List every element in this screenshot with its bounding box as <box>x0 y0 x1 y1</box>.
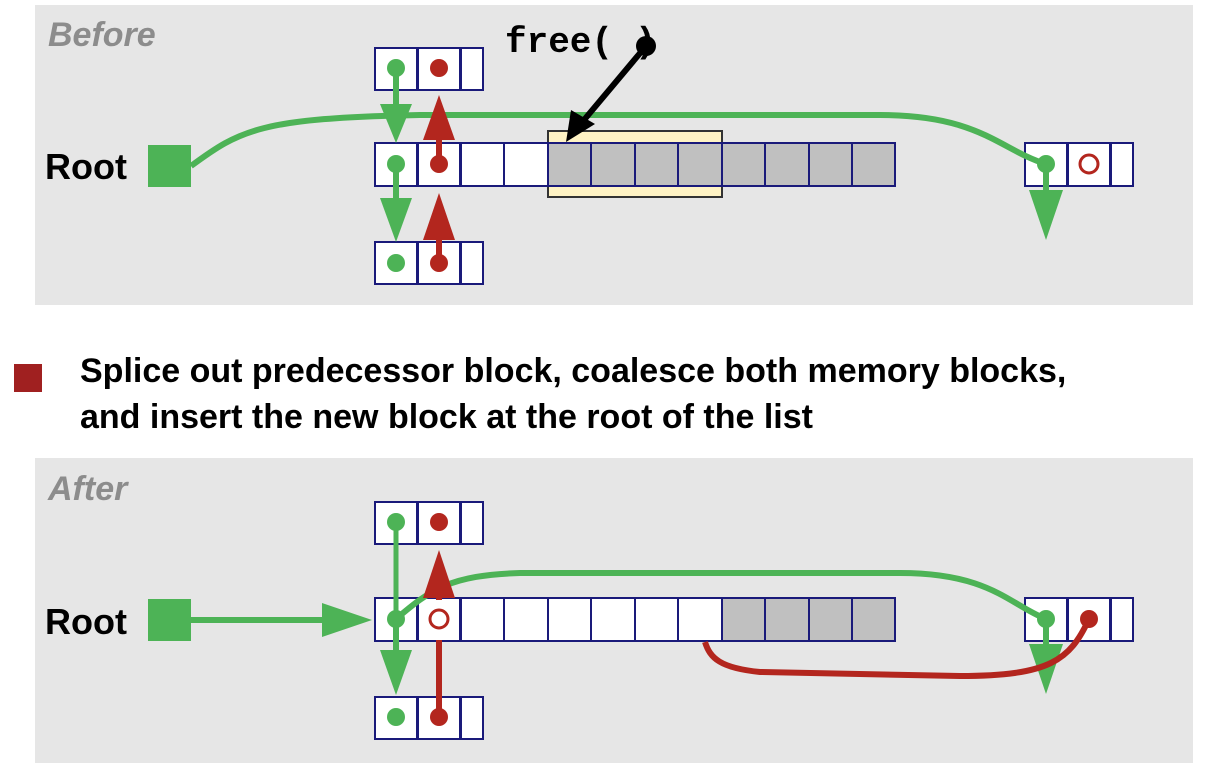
before-pred-top-block <box>374 47 484 91</box>
after-prev-link <box>702 617 1092 680</box>
bullet-icon <box>14 364 42 392</box>
after-root-pointer <box>148 599 191 641</box>
before-panel-label: Before <box>48 16 156 54</box>
after-root-arrow <box>322 603 372 637</box>
before-pred-bottom-block <box>374 241 484 285</box>
after-bottom-block <box>374 696 484 740</box>
before-green-arrow-3 <box>1029 190 1063 240</box>
after-memory-row <box>374 597 896 642</box>
before-green-arrow-2 <box>380 198 412 242</box>
after-diagram <box>148 501 1134 740</box>
bullet-line-1: Splice out predecessor block, coalesce b… <box>80 352 1067 390</box>
before-green-arrow-1 <box>380 104 412 143</box>
before-memory-row <box>374 142 896 187</box>
after-top-block <box>374 501 484 545</box>
after-green-arrow-1 <box>380 650 412 695</box>
after-red-arrow-1 <box>423 550 455 598</box>
free-pointer-dot <box>636 36 656 56</box>
before-root-label: Root <box>45 146 127 187</box>
bullet-line-2: and insert the new block at the root of … <box>80 398 813 436</box>
before-diagram <box>148 36 1134 285</box>
before-red-arrow-1 <box>423 95 455 140</box>
free-pointer-arrow <box>581 44 649 122</box>
after-panel-label: After <box>48 470 128 508</box>
free-call-close: ) <box>635 22 657 63</box>
before-red-arrow-2 <box>423 193 455 240</box>
after-root-label: Root <box>45 601 127 642</box>
before-root-pointer <box>148 145 191 187</box>
after-green-arrow-2 <box>1029 644 1063 694</box>
free-call-label: free() <box>505 22 657 63</box>
free-call-open: free( <box>505 22 614 63</box>
before-root-link <box>189 112 1047 169</box>
